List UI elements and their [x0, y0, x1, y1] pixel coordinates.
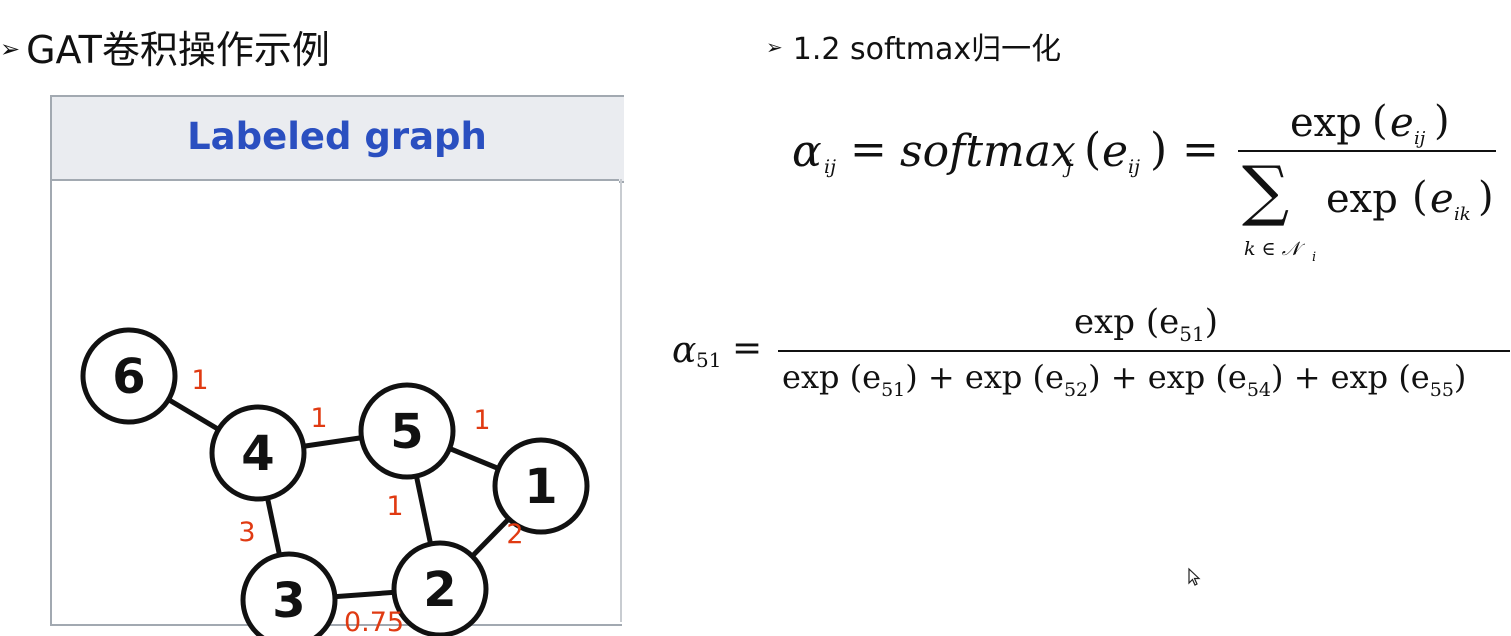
alpha-subscript: ij [824, 156, 836, 178]
softmax-subscript: j [1066, 156, 1072, 178]
e-symbol: e [1430, 176, 1454, 222]
panel-edge [619, 95, 624, 183]
mouse-cursor-icon [1188, 567, 1201, 586]
edge-weight-label: 1 [310, 403, 327, 434]
denominator-exp: exp [1326, 176, 1398, 222]
paren-open: ( [1372, 98, 1388, 144]
alpha-symbol: α [792, 126, 822, 177]
graph-node-label: 2 [423, 562, 456, 618]
graph-node [80, 327, 178, 425]
denominator-term: + exp (e52) [927, 358, 1101, 401]
e-subscript: ij [1128, 156, 1140, 178]
e-subscript: ij [1414, 128, 1426, 149]
edge-weight-label: 1 [386, 491, 403, 522]
graph-node-label: 3 [272, 573, 305, 629]
equals-sign: = [1182, 124, 1219, 175]
paren-close: ) [1478, 174, 1494, 220]
formula-example: α 51 = exp (e51) exp (e51) + exp (e52) +… [672, 300, 1510, 410]
section-heading-left: ➢GAT卷积操作示例 [0, 26, 330, 73]
graph-node-label: 1 [524, 459, 557, 515]
graph-node [358, 382, 456, 480]
fraction-bar [1238, 150, 1496, 152]
panel-divider [620, 179, 622, 622]
graph-node [240, 551, 338, 636]
paren-open: ( [1084, 124, 1102, 175]
graph-node [209, 404, 307, 502]
edge-weight-label: 0.75 [344, 607, 404, 636]
sum-index: k ∈ 𝒩 [1244, 238, 1300, 260]
arrow-bullet-icon: ➢ [0, 35, 21, 63]
section-heading-right: ➢ 1.2 softmax归一化 [766, 28, 1061, 69]
denominator-term: + exp (e55) [1293, 358, 1467, 401]
denominator-term: exp (e51) [782, 358, 918, 401]
graph-node [492, 437, 590, 535]
paren-open: ( [1412, 174, 1428, 220]
paren-close: ) [1204, 302, 1218, 342]
heading-text: GAT卷积操作示例 [26, 28, 330, 72]
heading-text: 1.2 softmax归一化 [792, 32, 1062, 67]
e-subscript: ik [1454, 204, 1471, 225]
equals-sign: = [850, 124, 887, 175]
numerator-subscript: 51 [1179, 322, 1205, 346]
paren-close: ) [1150, 124, 1168, 175]
e-symbol: e [1102, 126, 1129, 177]
equals-sign: = [732, 328, 763, 369]
denominator: exp (e51) + exp (e52) + exp (e54) + exp … [782, 358, 1466, 401]
softmax-text: softmax [900, 126, 1076, 177]
panel-title: Labeled graph [187, 115, 487, 158]
graph-node-label: 4 [241, 426, 274, 482]
graph-node [391, 540, 489, 636]
numerator: exp (e51) [1074, 302, 1218, 346]
edge-weight-label: 2 [506, 519, 523, 550]
arrow-bullet-icon: ➢ [766, 35, 783, 59]
paren-close: ) [1434, 98, 1450, 144]
graph-node-label: 6 [112, 349, 145, 405]
alpha-subscript: 51 [696, 348, 722, 372]
e-symbol: e [1390, 100, 1414, 146]
formula-general: α ij = softmax j ( e ij ) = exp ( e ij )… [790, 98, 1502, 270]
sum-index-subscript: i [1312, 250, 1317, 265]
panel-header: Labeled graph [52, 97, 622, 181]
sigma-icon: ∑ [1242, 152, 1290, 229]
numerator-text: exp (e [1074, 302, 1180, 342]
alpha-symbol: α [672, 330, 697, 371]
edge-weight-label: 1 [191, 365, 208, 396]
graph-node-label: 5 [390, 404, 423, 460]
denominator-term: + exp (e54) [1110, 358, 1284, 401]
edge-weight-label: 3 [238, 517, 255, 548]
edge-weight-label: 1 [473, 405, 490, 436]
fraction-bar [778, 350, 1510, 352]
numerator-exp: exp [1290, 100, 1362, 146]
